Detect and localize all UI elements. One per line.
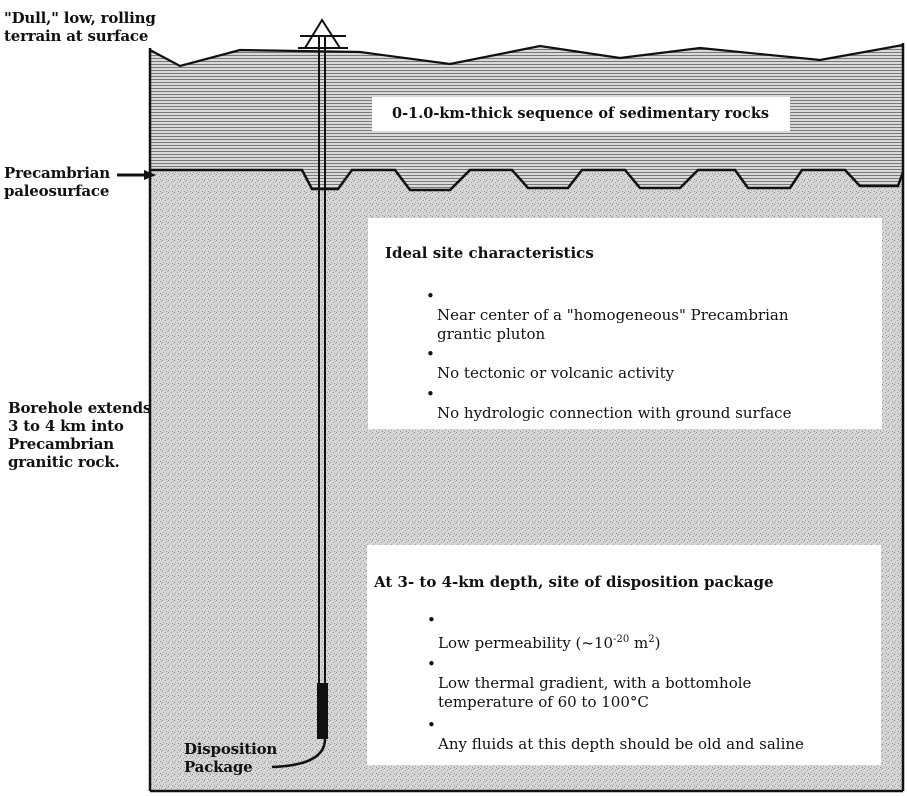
depth-item-thermal: •Low thermal gradient, with a bottomhole… (427, 655, 752, 712)
ideal-item-tectonic: •No tectonic or volcanic activity (426, 345, 675, 383)
package-leader-line (271, 738, 327, 769)
disposition-package-label: Disposition Package (184, 740, 278, 776)
surface-terrain-label: "Dull," low, rolling terrain at surface (4, 9, 156, 45)
permeability-suffix: ) (654, 634, 661, 652)
depth-site-title: At 3- to 4-km depth, site of disposition… (374, 573, 774, 591)
ideal-item-tectonic-text: No tectonic or volcanic activity (437, 364, 675, 382)
paleosurface-label: Precambrian paleosurface (4, 164, 110, 200)
depth-item-fluids: •Any fluids at this depth should be old … (427, 716, 804, 754)
bullet-icon: • (426, 287, 435, 305)
drill-rig-icon (298, 18, 348, 49)
bullet-icon: • (427, 611, 436, 629)
ideal-site-box: Ideal site characteristics •Near center … (368, 218, 882, 429)
depth-item-permeability: •Low permeability (~10-20 m2) (427, 611, 661, 653)
permeability-prefix: Low permeability (~10 (438, 634, 614, 652)
bullet-icon: • (427, 716, 436, 734)
ideal-item-hydrologic: •No hydrologic connection with ground su… (426, 385, 792, 423)
permeability-exponent: -20 (613, 634, 630, 645)
borehole-label: Borehole extends 3 to 4 km into Precambr… (8, 399, 152, 471)
depth-item-fluids-text: Any fluids at this depth should be old a… (438, 735, 804, 753)
ideal-item-pluton-text: Near center of a "homogeneous" Precambri… (437, 306, 789, 343)
paleosurface-line (150, 168, 905, 192)
ground-surface-line (149, 43, 904, 68)
bullet-icon: • (427, 655, 436, 673)
bullet-icon: • (426, 385, 435, 403)
depth-item-thermal-text: Low thermal gradient, with a bottomhole … (438, 674, 752, 711)
ideal-item-pluton: •Near center of a "homogeneous" Precambr… (426, 287, 789, 344)
bullet-icon: • (426, 345, 435, 363)
depth-site-box: At 3- to 4-km depth, site of disposition… (367, 545, 881, 765)
unit-exponent: 2 (648, 634, 655, 645)
ideal-item-hydrologic-text: No hydrologic connection with ground sur… (437, 404, 792, 422)
ideal-site-title: Ideal site characteristics (385, 244, 594, 262)
paleosurface-arrowhead (144, 170, 156, 180)
sediment-label: 0-1.0-km-thick sequence of sedimentary r… (392, 105, 770, 122)
disposition-package-canister (317, 683, 328, 739)
sediment-label-box: 0-1.0-km-thick sequence of sedimentary r… (372, 97, 790, 131)
permeability-unit: m (629, 634, 649, 652)
